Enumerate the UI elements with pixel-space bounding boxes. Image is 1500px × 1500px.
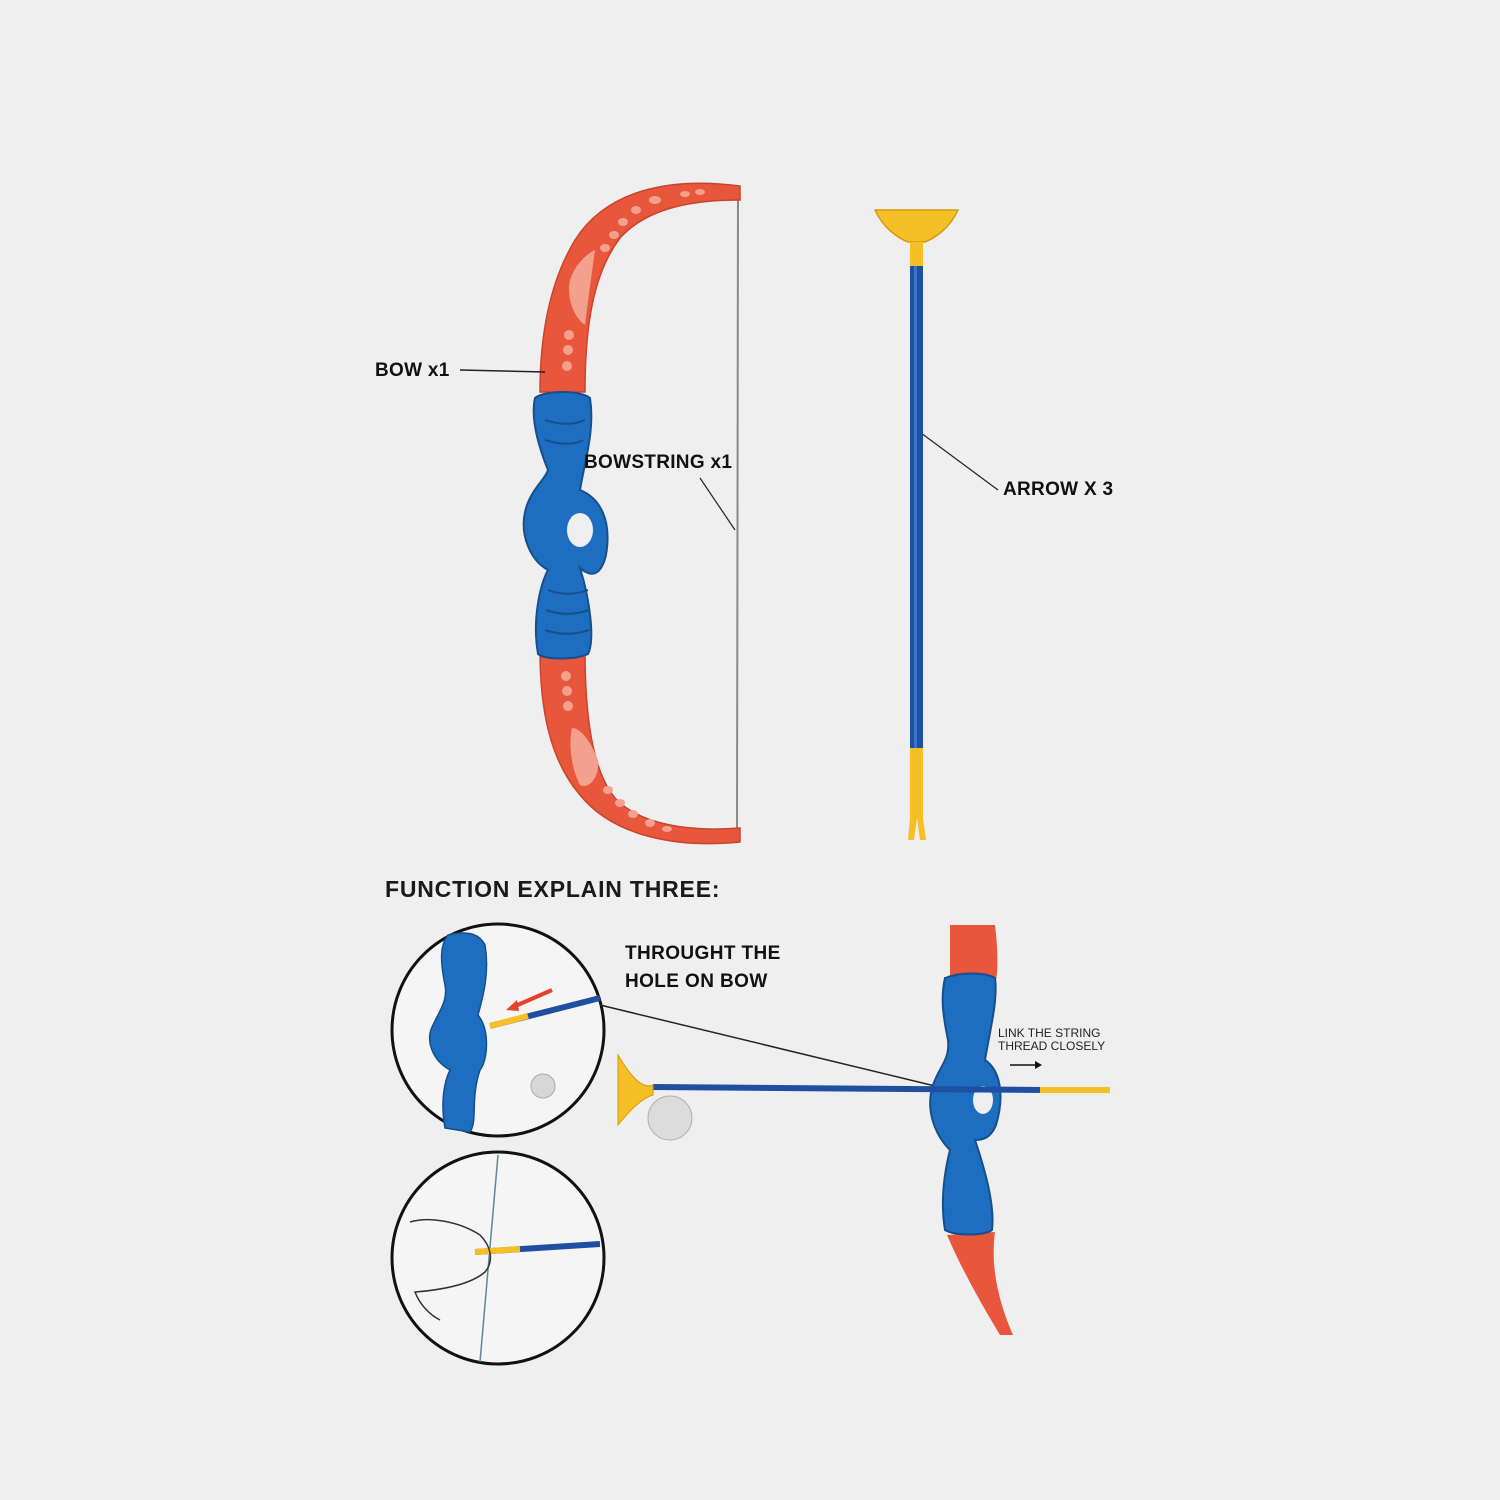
- bow-grip-hole: [567, 513, 593, 547]
- detail-circle-hole: [390, 922, 606, 1138]
- bow-upper-limb: [539, 182, 741, 393]
- function-explain-title: FUNCTION EXPLAIN THREE:: [385, 876, 721, 902]
- bow-grip: [522, 391, 609, 660]
- bowstring-line: [736, 194, 739, 836]
- bow-limb-holes-top: [562, 189, 705, 371]
- arrow-suction-cup: [873, 209, 960, 243]
- bow-lower-limb: [539, 649, 741, 845]
- bow-assembled-illustration: [617, 925, 1110, 1335]
- arrow-illustration: [873, 209, 960, 840]
- bow-label: BOW x1: [375, 360, 450, 381]
- hole-leader-line: [599, 1004, 936, 1087]
- arrow-nock: [908, 748, 926, 840]
- detail-circle-string: [390, 1150, 606, 1366]
- bowstring-leader-line: [699, 477, 736, 531]
- bow-limb-holes-bottom: [561, 671, 672, 832]
- arrow-leader-line: [916, 429, 999, 491]
- arrow-neck: [910, 242, 923, 266]
- bow-grip-ridges: [544, 419, 590, 635]
- arrow-label: ARROW X 3: [1003, 479, 1114, 500]
- bowstring-label: BOWSTRING x1: [584, 452, 733, 473]
- bow-leader-line: [459, 369, 546, 373]
- through-hole-label: THROUGHT THE HOLE ON BOW: [625, 943, 781, 992]
- arrow-shaft-highlight: [914, 266, 917, 748]
- bow-illustration: [522, 182, 741, 845]
- link-string-label: LINK THE STRING THREAD CLOSELY: [998, 1026, 1106, 1053]
